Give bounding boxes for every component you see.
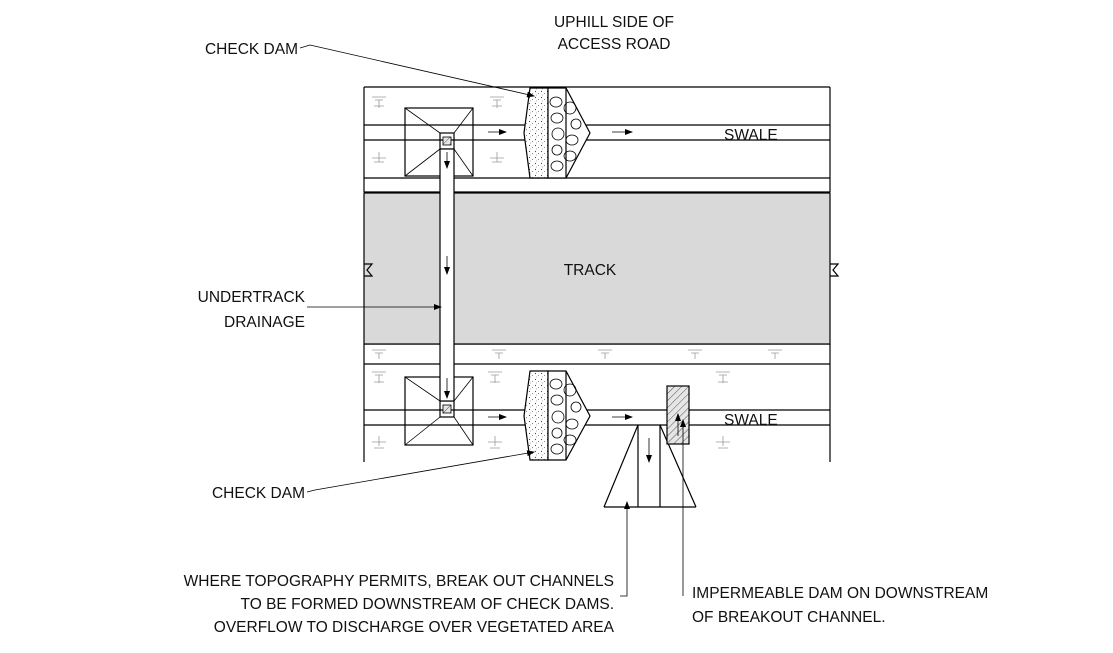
impermeable-note-line2: OF BREAKOUT CHANNEL. xyxy=(692,609,886,626)
impermeable-dam xyxy=(666,385,690,445)
break-line-left xyxy=(364,263,374,277)
swale-bottom-label: SWALE xyxy=(724,412,778,429)
breakout-channel xyxy=(603,424,697,508)
check-dam-top xyxy=(523,87,591,179)
check-dam-top-label: CHECK DAM xyxy=(205,41,298,58)
undertrack-label-line2: DRAINAGE xyxy=(224,314,305,331)
break-line-right xyxy=(830,263,840,277)
bottom-swale xyxy=(364,409,830,426)
uphill-label-line1: UPHILL SIDE OF xyxy=(554,14,674,31)
undertrack-pipe xyxy=(439,148,455,402)
undertrack-label-line1: UNDERTRACK xyxy=(198,289,306,306)
where-note-line2: TO BE FORMED DOWNSTREAM OF CHECK DAMS. xyxy=(241,596,614,613)
grass-symbols xyxy=(372,96,782,449)
top-swale xyxy=(364,124,830,141)
check-dam-bottom-label: CHECK DAM xyxy=(212,485,305,502)
track-label: TRACK xyxy=(564,262,617,279)
leader-lines xyxy=(299,44,686,597)
check-dam-bottom xyxy=(523,370,591,461)
where-note-line1: WHERE TOPOGRAPHY PERMITS, BREAK OUT CHAN… xyxy=(184,573,614,590)
uphill-label-line2: ACCESS ROAD xyxy=(558,36,671,53)
sump-pit-bottom xyxy=(404,376,474,446)
swale-flow-arrows xyxy=(488,129,633,420)
impermeable-note-line1: IMPERMEABLE DAM ON DOWNSTREAM xyxy=(692,585,988,602)
sump-pit-top xyxy=(404,107,474,177)
where-note-line3: OVERFLOW TO DISCHARGE OVER VEGETATED ARE… xyxy=(214,619,615,636)
swale-top-label: SWALE xyxy=(724,127,778,144)
